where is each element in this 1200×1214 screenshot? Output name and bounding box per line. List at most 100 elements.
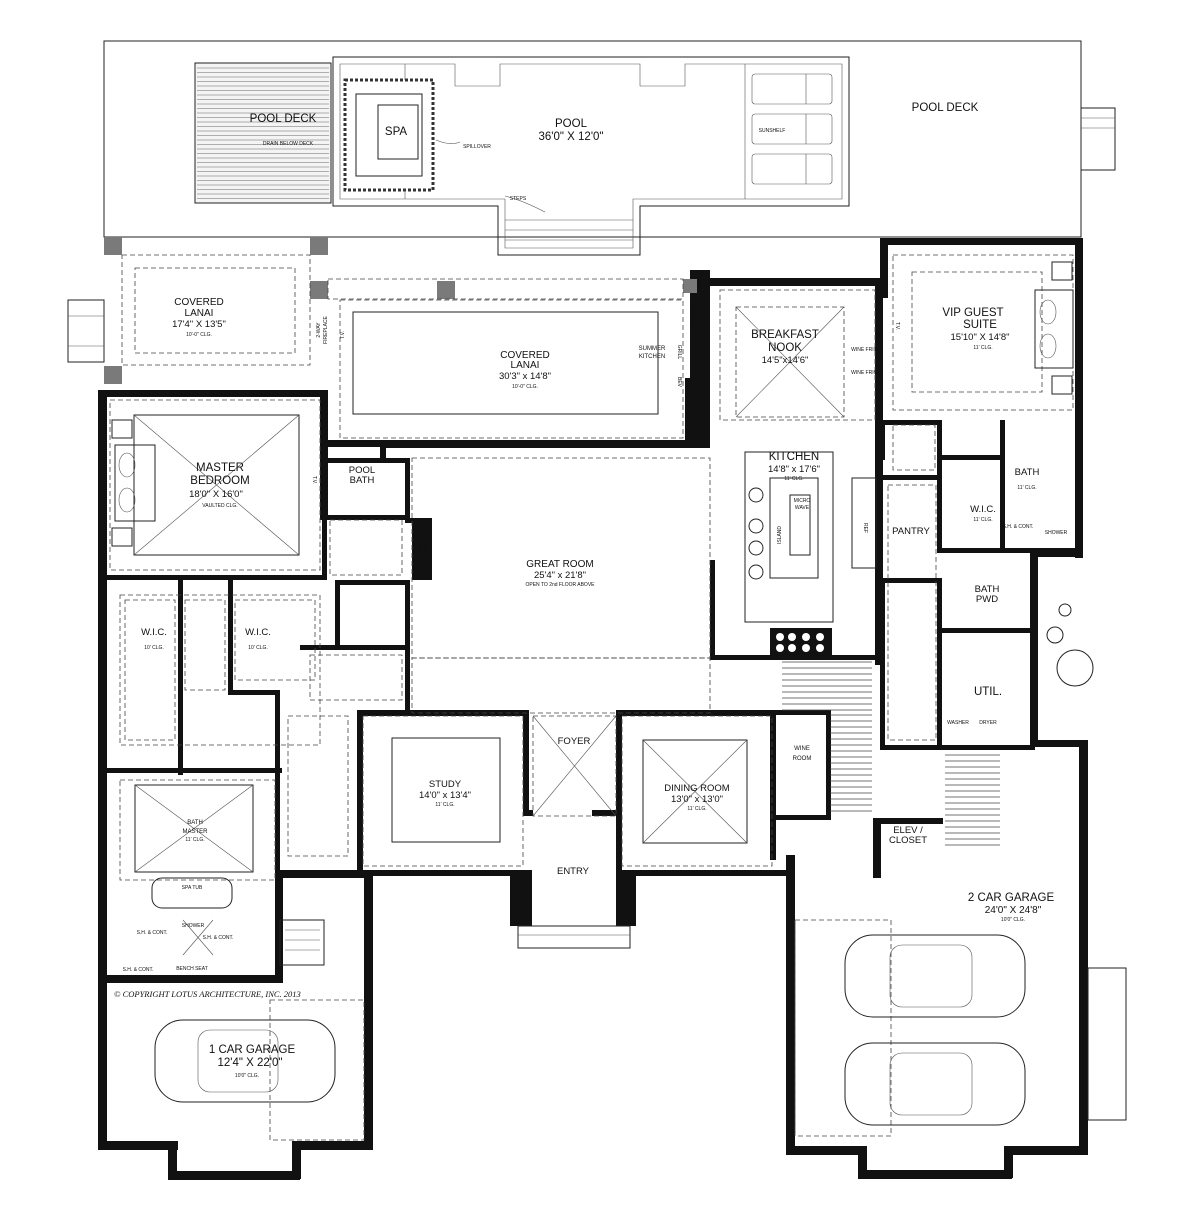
master-sh-cont-2: S.H. & CONT. <box>203 935 234 941</box>
spa-tub <box>151 877 233 909</box>
lanai-center-label: COVERED <box>500 350 549 361</box>
util-label: UTIL. <box>974 686 1002 698</box>
pantry-label: PANTRY <box>892 526 930 537</box>
lanai-center-note: 10'-0" CLG. <box>512 384 538 390</box>
ref-label: REF <box>862 523 868 533</box>
wine-frig-1-label: WINE FRIG. <box>851 347 879 353</box>
lanai-left-size: 17'4" X 13'5" <box>172 319 226 330</box>
summer-kitchen-label: SUMMER <box>639 346 666 352</box>
washer-label: WASHER <box>947 720 969 726</box>
study-note: 11' CLG. <box>435 802 454 808</box>
wic-right-label: W.I.C. <box>245 627 271 638</box>
ice-maker-label: ICE MKR <box>688 308 694 329</box>
garage-2-car-top <box>844 934 1026 1018</box>
vip-suite-size: 15'10" X 14'8" <box>951 332 1010 343</box>
sunshelf-loungers <box>744 64 833 199</box>
drain-note: DRAIN BELOW DECK <box>263 141 314 147</box>
wine-frig-2-label: WINE FRIG. <box>851 370 879 376</box>
vip-suite-label: VIP GUEST <box>942 307 1003 319</box>
bench-seat-label: BENCH SEAT <box>176 966 208 972</box>
master-bedroom-label-2: BEDROOM <box>190 475 249 487</box>
grill-label: GRILL <box>676 345 682 360</box>
island-label: ISLAND <box>777 526 783 544</box>
elev-closet-label: ELEV / <box>893 825 923 836</box>
mechanical-equipment <box>1046 603 1094 687</box>
vip-suite-note: 11' CLG. <box>973 345 992 351</box>
guest-bath-note: 11' CLG. <box>1017 485 1036 491</box>
guest-wic-label: W.I.C. <box>970 504 996 515</box>
guest-shower-label: SHOWER <box>1045 530 1068 536</box>
bath-pwd-label: BATH <box>975 584 1000 595</box>
kitchen-size: 14'8" x 17'6" <box>768 464 820 475</box>
lanai-left-label: COVERED <box>174 297 223 308</box>
copyright-notice: © COPYRIGHT LOTUS ARCHITECTURE, INC. 201… <box>114 989 301 999</box>
fireplace-label: FIRE <box>416 544 422 556</box>
garage-2-car-bottom <box>844 1042 1026 1126</box>
lanai-left-note: 10'-0" CLG. <box>186 332 212 338</box>
lanai-tv-label: T.V. <box>340 331 346 339</box>
pool-label: POOL <box>555 118 588 130</box>
master-bedroom-label: MASTER <box>196 462 244 474</box>
garage-1-note: 10'0" CLG. <box>235 1073 259 1079</box>
wic-left-label: W.I.C. <box>141 627 167 638</box>
wic-left-note: 10' CLG. <box>144 645 164 651</box>
lanai-columns <box>104 237 697 384</box>
garage-2-note: 10'0" CLG. <box>1001 917 1025 923</box>
spillover-note: SPILLOVER <box>463 144 491 150</box>
kitchen-label: KITCHEN <box>769 451 819 463</box>
vip-suite-label-2: SUITE <box>963 319 997 331</box>
garage-2-label: 2 CAR GARAGE <box>968 892 1055 904</box>
wave-label: WAVE <box>795 505 810 511</box>
master-bath-label: BATH <box>187 820 203 826</box>
dining-room-size: 13'0" x 13'0" <box>671 794 723 805</box>
wine-room-label: WINE <box>794 746 810 752</box>
fireplace-label-2: PLACE <box>422 542 428 559</box>
guest-wic-note: 11' CLG. <box>973 517 992 523</box>
micro-label: MICRO <box>794 498 811 504</box>
deck-step-right <box>1080 107 1116 171</box>
breakfast-nook-label: BREAKFAST <box>751 329 819 341</box>
bath-pwd-label-2: PWD <box>976 594 998 605</box>
pool-outline <box>332 56 850 256</box>
lanai-center-size: 30'3" x 14'8" <box>499 371 551 382</box>
main-stairs <box>782 661 1000 846</box>
great-room-size: 25'4" x 21'8" <box>534 570 586 581</box>
master-bedroom-note: VAULTED CLG. <box>202 503 237 509</box>
deck-step-left <box>67 299 105 363</box>
study-label: STUDY <box>429 779 462 790</box>
master-sh-cont-3: S.H. & CONT. <box>123 967 154 973</box>
sunshelf-label: SUNSHELF <box>759 128 786 134</box>
entry-label: ENTRY <box>557 866 590 877</box>
master-bed <box>111 419 156 547</box>
vip-tv-label: T.V. <box>894 322 900 330</box>
dining-room-label: DINING ROOM <box>664 783 730 794</box>
study-size: 14'0" x 13'4" <box>419 790 471 801</box>
pool-deck-right-label: POOL DECK <box>912 102 979 114</box>
spa-tub-label: SPA TUB <box>182 885 203 891</box>
master-tv-label: T.V. <box>311 476 317 484</box>
pool-size: 36'0" X 12'0" <box>539 131 604 143</box>
guest-sh-cont: S.H. & CONT. <box>1003 524 1034 530</box>
garage-1-size: 12'4" X 22'0" <box>218 1057 283 1069</box>
master-bath-label-2: MASTER <box>182 829 208 835</box>
garage-1-car <box>154 1019 336 1103</box>
outdoor-fireplace-label-2: FIREPLACE <box>323 315 329 343</box>
pool-deck-boards <box>194 62 332 204</box>
dryer-label: DRYER <box>979 720 997 726</box>
guest-bed <box>1034 261 1074 395</box>
exterior-walls <box>98 238 1088 1180</box>
great-room-note: OPEN TO 2nd FLOOR ABOVE <box>525 582 595 588</box>
master-shower-label: SHOWER <box>182 923 205 929</box>
spa <box>343 64 435 199</box>
guest-bath-label: BATH <box>1015 467 1040 478</box>
breakfast-nook-label-2: NOOK <box>768 342 802 354</box>
wine-room-label-2: ROOM <box>793 756 812 762</box>
breakfast-nook-size: 14'5"x14'6" <box>762 355 809 366</box>
dining-room-note: 11' CLG. <box>687 806 706 812</box>
spa-label: SPA <box>385 126 407 138</box>
lanai-left-label-2: LANAI <box>185 308 214 319</box>
lanai-center-label-2: LANAI <box>511 360 540 371</box>
kitchen-island <box>744 451 877 656</box>
great-room-label: GREAT ROOM <box>526 559 593 570</box>
